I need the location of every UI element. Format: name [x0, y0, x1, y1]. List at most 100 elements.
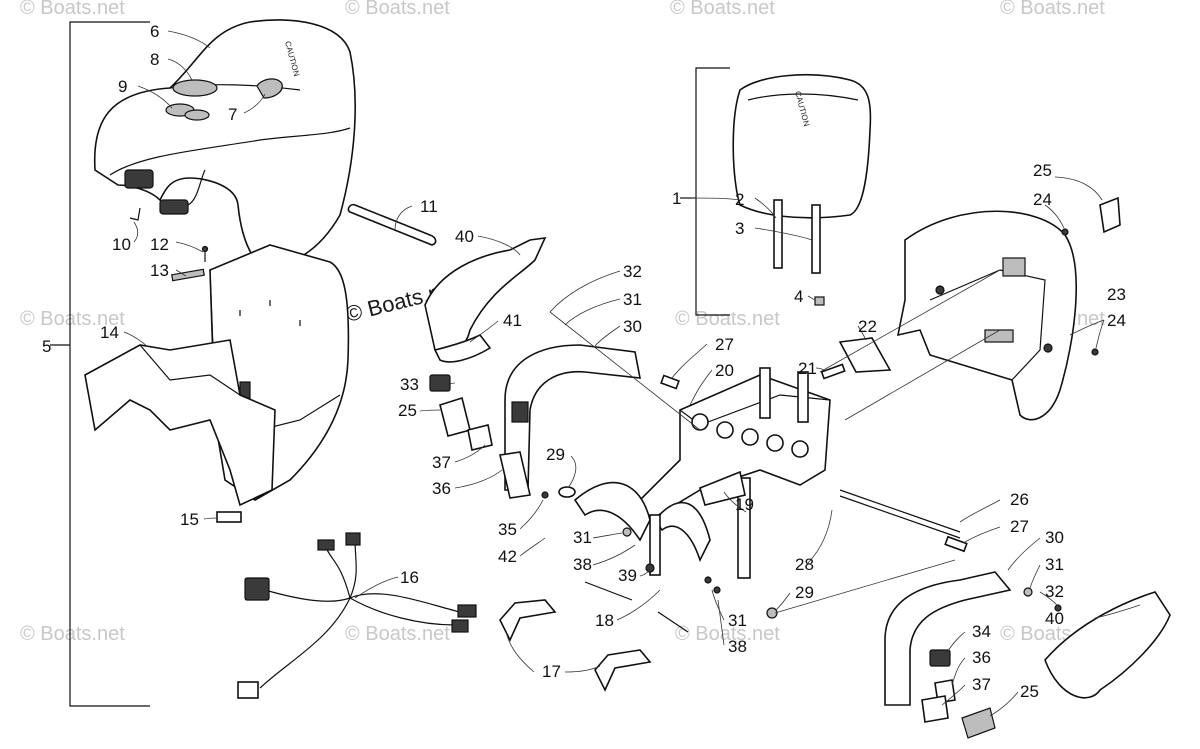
leader-18: [616, 589, 661, 621]
rod-26-b: [839, 495, 961, 539]
nut-39: [645, 563, 655, 573]
callout-39: 39: [618, 566, 637, 585]
rear-cover-slot: [1002, 257, 1026, 277]
callout-20: 20: [715, 361, 734, 380]
leader-4: [807, 295, 817, 301]
washer-29-left: [558, 486, 576, 498]
callout-10: 10: [112, 235, 131, 254]
callout-36-right: 36: [972, 648, 991, 667]
rear-cover-assembly: [820, 196, 1121, 421]
leader-22: [857, 325, 867, 341]
callout-31-left: 31: [623, 290, 642, 309]
callout-21: 21: [798, 359, 817, 378]
callout-32-right: 32: [1045, 582, 1064, 601]
seat-wire: [187, 169, 206, 206]
watermark-text: © Boats.net: [345, 623, 450, 645]
watermark-text: © Boats.net: [1000, 0, 1105, 19]
callout-31-low: 31: [728, 611, 747, 630]
clip-4: [814, 296, 825, 306]
pin-27-bottom: [944, 535, 968, 553]
left-handle-assembly: [429, 344, 655, 573]
callout-11: 11: [420, 197, 438, 216]
leader-26: [959, 499, 1001, 523]
leader-35: [519, 499, 544, 530]
callout-30-right: 30: [1045, 528, 1064, 547]
leader-41: [469, 320, 499, 343]
callout-24-right: 24: [1107, 311, 1126, 330]
harness-connector: [244, 577, 270, 601]
end-cap-assembly: [424, 237, 1171, 699]
callout-23: 23: [1107, 285, 1126, 304]
callout-30-left: 30: [623, 317, 642, 336]
callout-27-bottom: 27: [1010, 517, 1029, 536]
leader-17-left: [505, 631, 535, 673]
connector-34: [929, 649, 951, 667]
leader-13: [175, 269, 187, 277]
watermark-text: © Boats.net: [20, 0, 125, 19]
frame-leg: [649, 514, 661, 576]
main-frame-20: [573, 367, 831, 579]
frame-leg: [737, 477, 751, 579]
group-brackets: [50, 21, 730, 707]
clip-15: [216, 511, 242, 523]
watermark-text: © Boats.net: [20, 308, 125, 330]
leader-31-left: [564, 298, 621, 326]
callout-40-top: 40: [455, 227, 474, 246]
callout-1: 1: [672, 189, 681, 208]
watermark-text: © Boats.net: [670, 0, 775, 19]
leader-29-left: [567, 455, 577, 489]
callout-31-mid: 31: [573, 528, 592, 547]
callout-32-left: 32: [623, 262, 642, 281]
leader-axis-cover: [819, 269, 1001, 373]
seat-clip-10: [129, 207, 141, 221]
spring-21: [820, 363, 846, 380]
leader-12: [175, 241, 204, 253]
rod-26: [839, 489, 961, 533]
leader-axis-cover-b: [844, 329, 1001, 421]
knob-25-top: [1099, 196, 1121, 234]
washer-31-right: [1023, 587, 1033, 597]
callout-29-left: 29: [546, 445, 565, 464]
strap-11: [347, 203, 437, 246]
callout-6: 6: [150, 22, 159, 41]
washer-31-left: [622, 527, 632, 537]
leader-40-top: [477, 235, 521, 256]
latch-upper: [499, 599, 557, 642]
pin-27-top: [660, 374, 680, 390]
clip-37-right: [921, 695, 949, 723]
leader-31-right: [1029, 564, 1041, 589]
watermark-text: © Boats.net: [675, 623, 780, 645]
leader-lines: [123, 30, 1141, 717]
screw-32-right: [1054, 604, 1062, 612]
frame-hole: [791, 440, 809, 458]
callout-42: 42: [498, 547, 517, 566]
callout-33: 33: [400, 375, 419, 394]
leader-7: [243, 93, 266, 114]
rear-cover-hole: [1043, 343, 1053, 353]
grab-handle-right: [884, 571, 1012, 706]
callout-16: 16: [400, 568, 419, 587]
leader-6: [167, 30, 211, 49]
callout-9: 9: [118, 77, 127, 96]
leader-3: [754, 227, 813, 241]
leader-27-top: [671, 343, 708, 379]
rear-cover-inner: [929, 269, 1046, 381]
backrest-post-2: [773, 199, 783, 269]
callout-31-right: 31: [1045, 555, 1064, 574]
strap-13: [171, 268, 205, 282]
callout-38-right: 38: [728, 637, 747, 656]
callout-27-top: 27: [715, 335, 734, 354]
leader-25-left: [419, 409, 441, 412]
callout-26: 26: [1010, 490, 1029, 509]
callout-25-left: 25: [398, 401, 417, 420]
backrest-post-3: [811, 204, 821, 274]
leader-28: [807, 509, 833, 564]
leader-9: [137, 85, 173, 109]
leader-42: [519, 537, 546, 557]
seat-connector: [159, 199, 189, 215]
leader-25-top: [1054, 176, 1103, 201]
frame-post: [797, 371, 809, 423]
seat-handle-7: [256, 78, 283, 99]
leader-37-right: [941, 684, 966, 706]
